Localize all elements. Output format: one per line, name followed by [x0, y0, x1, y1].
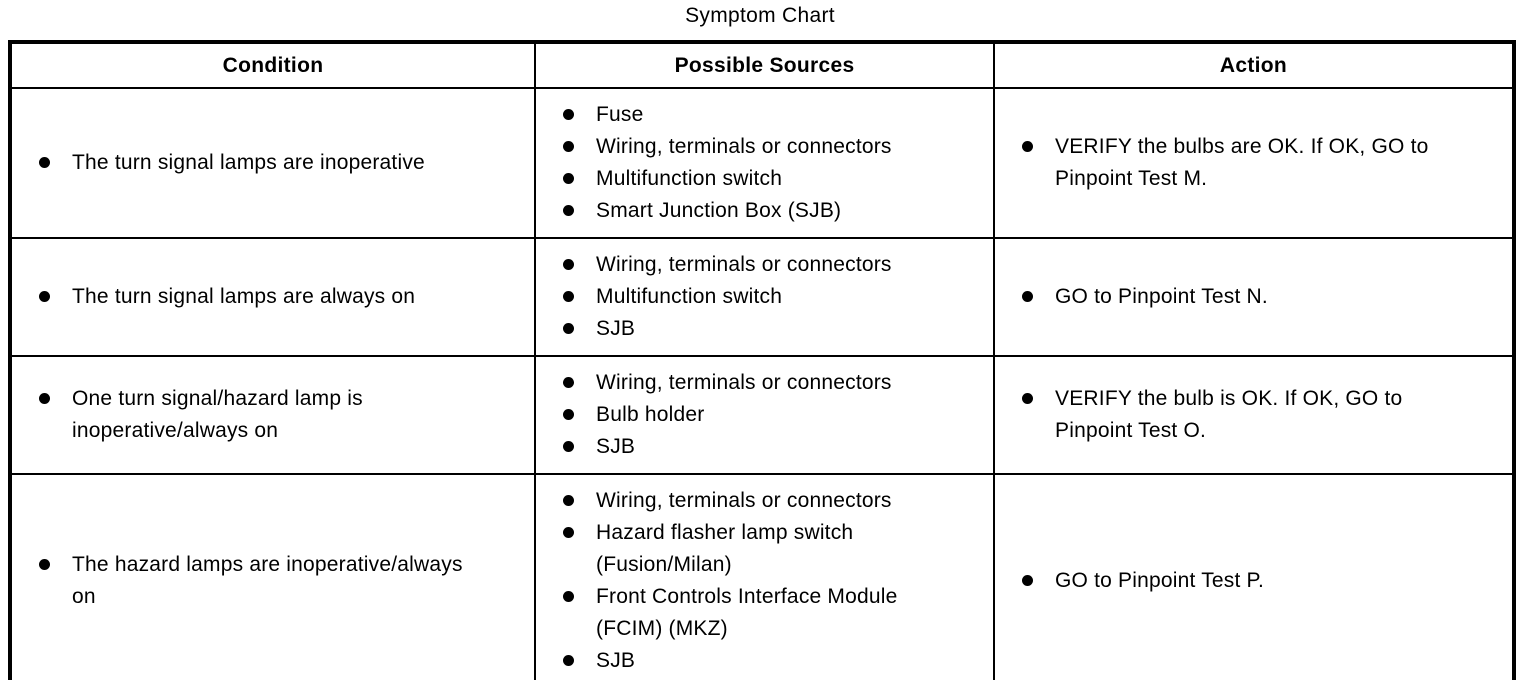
condition-text: The hazard lamps are inoperative/always … — [72, 553, 463, 608]
column-header-possible-sources: Possible Sources — [534, 41, 995, 89]
table-row: One turn signal/hazard lamp is inoperati… — [9, 355, 1515, 475]
list-item: GO to Pinpoint Test P. — [1022, 565, 1504, 597]
bullet-icon — [563, 527, 574, 538]
column-header-action: Action — [993, 41, 1515, 89]
source-item-text: Wiring, terminals or connectors — [596, 135, 892, 158]
list-item: Wiring, terminals or connectors — [563, 485, 985, 517]
bullet-icon — [39, 157, 50, 168]
possible-sources-cell: Wiring, terminals or connectors Bulb hol… — [534, 355, 995, 475]
bullet-icon — [1022, 575, 1033, 586]
list-item: Multifunction switch — [563, 281, 985, 313]
bullet-icon — [563, 323, 574, 334]
bullet-icon — [1022, 141, 1033, 152]
list-item: The turn signal lamps are inoperative — [39, 147, 526, 179]
bullet-icon — [563, 655, 574, 666]
list-item: Wiring, terminals or connectors — [563, 249, 985, 281]
bullet-icon — [563, 377, 574, 388]
source-item-text: Fuse — [596, 103, 644, 126]
list-item: Front Controls Interface Module (FCIM) (… — [563, 581, 985, 645]
action-text: GO to Pinpoint Test P. — [1055, 569, 1265, 592]
condition-cell: One turn signal/hazard lamp is inoperati… — [9, 355, 536, 475]
action-text: VERIFY the bulbs are OK. If OK, GO to Pi… — [1055, 135, 1429, 190]
source-item-text: Wiring, terminals or connectors — [596, 371, 892, 394]
action-cell: GO to Pinpoint Test N. — [993, 237, 1515, 357]
table-row: The hazard lamps are inoperative/always … — [9, 473, 1515, 680]
action-cell: GO to Pinpoint Test P. — [993, 473, 1515, 680]
source-item-text: Wiring, terminals or connectors — [596, 489, 892, 512]
source-item-text: Wiring, terminals or connectors — [596, 253, 892, 276]
bullet-icon — [39, 393, 50, 404]
list-item: SJB — [563, 313, 985, 345]
bullet-icon — [563, 291, 574, 302]
bullet-icon — [563, 141, 574, 152]
list-item: VERIFY the bulb is OK. If OK, GO to Pinp… — [1022, 383, 1504, 447]
possible-sources-cell: Wiring, terminals or connectors Multifun… — [534, 237, 995, 357]
bullet-icon — [563, 495, 574, 506]
list-item: The turn signal lamps are always on — [39, 281, 526, 313]
list-item: Bulb holder — [563, 399, 985, 431]
action-text: VERIFY the bulb is OK. If OK, GO to Pinp… — [1055, 387, 1403, 442]
possible-sources-cell: Fuse Wiring, terminals or connectors Mul… — [534, 87, 995, 239]
list-item: Multifunction switch — [563, 163, 985, 195]
bullet-icon — [1022, 393, 1033, 404]
list-item: Wiring, terminals or connectors — [563, 367, 985, 399]
list-item: GO to Pinpoint Test N. — [1022, 281, 1504, 313]
list-item: SJB — [563, 431, 985, 463]
source-item-text: Front Controls Interface Module (FCIM) (… — [596, 585, 898, 640]
list-item: SJB — [563, 645, 985, 677]
page-title: Symptom Chart — [685, 4, 835, 27]
source-item-text: SJB — [596, 317, 636, 340]
header-row: Condition Possible Sources Action — [9, 41, 1515, 89]
list-item: Hazard flasher lamp switch (Fusion/Milan… — [563, 517, 985, 581]
condition-text: The turn signal lamps are inoperative — [72, 151, 425, 174]
condition-cell: The turn signal lamps are always on — [9, 237, 536, 357]
bullet-icon — [563, 591, 574, 602]
action-cell: VERIFY the bulb is OK. If OK, GO to Pinp… — [993, 355, 1515, 475]
condition-text: The turn signal lamps are always on — [72, 285, 416, 308]
source-item-text: Multifunction switch — [596, 285, 783, 308]
source-item-text: Smart Junction Box (SJB) — [596, 199, 842, 222]
bullet-icon — [39, 291, 50, 302]
bullet-icon — [563, 109, 574, 120]
bullet-icon — [39, 559, 50, 570]
condition-cell: The hazard lamps are inoperative/always … — [9, 473, 536, 680]
source-item-text: SJB — [596, 649, 636, 672]
possible-sources-cell: Wiring, terminals or connectors Hazard f… — [534, 473, 995, 680]
source-item-text: SJB — [596, 435, 636, 458]
list-item: The hazard lamps are inoperative/always … — [39, 549, 526, 613]
table-row: The turn signal lamps are inoperative Fu… — [9, 87, 1515, 239]
bullet-icon — [563, 205, 574, 216]
bullet-icon — [563, 259, 574, 270]
bullet-icon — [563, 173, 574, 184]
source-item-text: Hazard flasher lamp switch (Fusion/Milan… — [596, 521, 854, 576]
table-row: The turn signal lamps are always on Wiri… — [9, 237, 1515, 357]
condition-cell: The turn signal lamps are inoperative — [9, 87, 536, 239]
action-text: GO to Pinpoint Test N. — [1055, 285, 1268, 308]
symptom-chart-table: Condition Possible Sources Action The tu… — [8, 40, 1516, 680]
list-item: One turn signal/hazard lamp is inoperati… — [39, 383, 526, 447]
list-item: VERIFY the bulbs are OK. If OK, GO to Pi… — [1022, 131, 1504, 195]
list-item: Fuse — [563, 99, 985, 131]
column-header-condition: Condition — [9, 41, 536, 89]
bullet-icon — [563, 441, 574, 452]
source-item-text: Bulb holder — [596, 403, 705, 426]
action-cell: VERIFY the bulbs are OK. If OK, GO to Pi… — [993, 87, 1515, 239]
bullet-icon — [1022, 291, 1033, 302]
bullet-icon — [563, 409, 574, 420]
source-item-text: Multifunction switch — [596, 167, 783, 190]
list-item: Smart Junction Box (SJB) — [563, 195, 985, 227]
list-item: Wiring, terminals or connectors — [563, 131, 985, 163]
condition-text: One turn signal/hazard lamp is inoperati… — [72, 387, 363, 442]
